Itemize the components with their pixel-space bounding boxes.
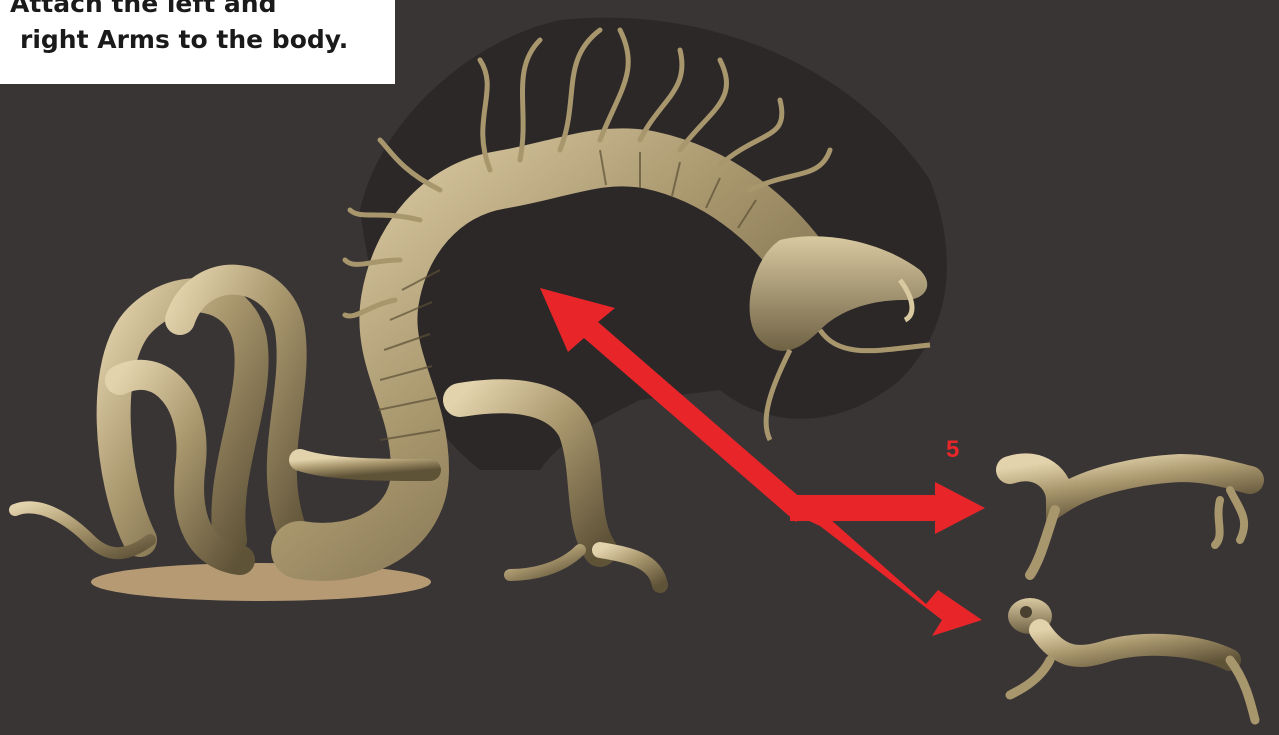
left-arm-part (1008, 598, 1255, 720)
instruction-box: Attach the left and right Arms to the bo… (0, 0, 395, 84)
instruction-line-2: right Arms to the body. (10, 22, 395, 58)
step-number-label: 5 (946, 436, 959, 464)
arrow-upper-branch (790, 482, 985, 534)
right-arm-part (1010, 467, 1250, 575)
instruction-line-1: Attach the left and (10, 0, 395, 22)
dragon-tail-coils (15, 280, 300, 560)
